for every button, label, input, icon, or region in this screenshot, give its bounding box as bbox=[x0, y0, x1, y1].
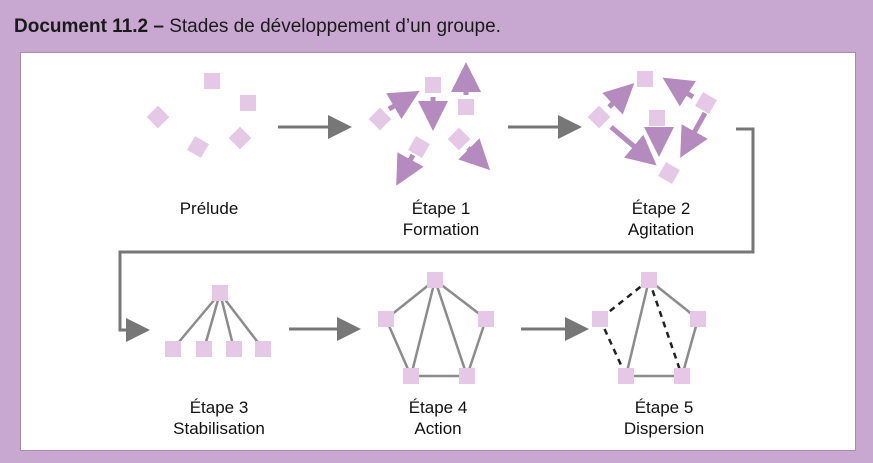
stage-number: Étape 2 bbox=[631, 199, 691, 218]
stage-name: Prélude bbox=[179, 199, 239, 218]
stage-number: Étape 1 bbox=[411, 199, 471, 218]
member-node bbox=[403, 368, 419, 384]
member-node bbox=[478, 311, 494, 327]
member-node bbox=[425, 77, 441, 93]
link-line bbox=[648, 279, 699, 320]
stage-formation-graphic bbox=[368, 62, 491, 186]
stage-label-etape3: Étape 3 Stabilisation bbox=[129, 397, 309, 439]
member-node bbox=[146, 105, 170, 129]
link-line bbox=[680, 318, 700, 377]
member-node bbox=[637, 71, 653, 87]
stage-label-prelude: Prélude bbox=[119, 198, 299, 219]
broken-link-dashed bbox=[598, 318, 628, 377]
stage-stabilisation-graphic bbox=[165, 285, 271, 357]
member-node bbox=[447, 127, 471, 151]
link-line bbox=[218, 292, 236, 350]
member-node bbox=[587, 105, 611, 129]
stage-action-graphic bbox=[378, 272, 494, 384]
stage-prelude-graphic bbox=[146, 73, 256, 158]
member-node bbox=[618, 368, 634, 384]
broken-link-dashed bbox=[647, 279, 684, 377]
member-node bbox=[649, 110, 665, 126]
member-node bbox=[240, 95, 256, 111]
member-node bbox=[368, 107, 392, 131]
link-line bbox=[384, 278, 488, 378]
member-node bbox=[226, 341, 242, 357]
member-node bbox=[378, 311, 394, 327]
stage-label-etape5: Étape 5 Dispersion bbox=[574, 397, 754, 439]
link-line bbox=[433, 279, 469, 377]
stage-label-etape1: Étape 1 Formation bbox=[351, 198, 531, 240]
stage-name: Stabilisation bbox=[173, 419, 265, 438]
member-node bbox=[695, 92, 717, 114]
movement-arrow bbox=[609, 125, 657, 166]
stage-name: Formation bbox=[402, 220, 480, 239]
row-connector-arrow bbox=[118, 127, 755, 342]
member-node bbox=[165, 341, 181, 357]
movement-arrow bbox=[386, 90, 420, 120]
member-node bbox=[204, 73, 220, 89]
leader-node bbox=[212, 285, 228, 301]
group-development-diagram bbox=[118, 62, 755, 384]
document-number: Document 11.2 bbox=[14, 16, 149, 37]
stage-number: Étape 4 bbox=[408, 398, 468, 417]
stage-name: Dispersion bbox=[623, 419, 705, 438]
link-line bbox=[219, 292, 264, 350]
movement-arrow bbox=[662, 77, 696, 107]
stage-name: Action bbox=[414, 419, 462, 438]
member-node bbox=[427, 272, 443, 288]
link-line bbox=[202, 292, 222, 350]
member-node bbox=[228, 126, 252, 150]
heading-separator: – bbox=[148, 16, 170, 37]
member-node bbox=[459, 368, 475, 384]
stage-number: Étape 3 bbox=[189, 398, 249, 417]
member-node bbox=[255, 341, 271, 357]
member-node bbox=[458, 99, 474, 115]
member-node bbox=[658, 162, 680, 184]
stage-agitation-graphic bbox=[587, 71, 717, 184]
stage-name: Agitation bbox=[627, 220, 695, 239]
movement-arrow bbox=[602, 83, 635, 115]
member-node bbox=[690, 311, 706, 327]
stage-label-etape4: Étape 4 Action bbox=[348, 397, 528, 439]
document-heading: Document 11.2 – Stades de développement … bbox=[14, 16, 501, 40]
link-line bbox=[409, 279, 437, 377]
member-node bbox=[592, 311, 608, 327]
member-node bbox=[641, 272, 657, 288]
link-line bbox=[624, 279, 651, 377]
member-node bbox=[196, 341, 212, 357]
stage-dispersion-graphic bbox=[592, 272, 706, 384]
link-line bbox=[172, 292, 221, 350]
member-node bbox=[187, 136, 209, 158]
member-node bbox=[674, 368, 690, 384]
stage-label-etape2: Étape 2 Agitation bbox=[571, 198, 751, 240]
stage-number: Étape 5 bbox=[634, 398, 694, 417]
movement-arrow bbox=[396, 152, 424, 186]
document-title: Stades de développement d’un groupe. bbox=[169, 16, 501, 37]
movement-arrow bbox=[458, 138, 491, 171]
movement-arrow bbox=[680, 111, 708, 158]
diagram-panel: Prélude Étape 1 Formation Étape 2 Agitat… bbox=[20, 52, 856, 451]
